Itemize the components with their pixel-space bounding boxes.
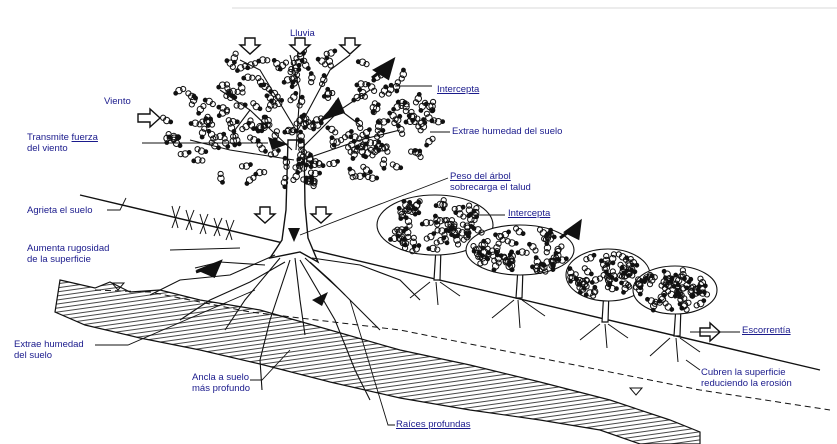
leaf-cluster (235, 81, 248, 95)
leaf-cluster (389, 158, 404, 173)
label-lluvia: Lluvia (290, 29, 315, 39)
ground-cracks (172, 206, 234, 240)
label-cubren-line2: reduciendo la erosión (701, 379, 792, 389)
leaf-cluster (202, 95, 216, 110)
leaf-cluster (215, 171, 229, 186)
leaf-cluster (293, 94, 309, 109)
label-cubren-line1: Cubren la superficie (701, 368, 786, 378)
label-intercepta-top: Intercepta (437, 85, 479, 95)
leaf-cluster (173, 85, 186, 96)
label-agrieta: Agrieta el suelo (27, 206, 92, 216)
leaf-cluster (423, 136, 437, 148)
leaf-cluster (300, 58, 311, 71)
label-peso-line1: Peso del árbol (450, 172, 511, 182)
leaf-cluster (257, 141, 268, 154)
label-extrae-left-line1: Extrae humedad (14, 340, 84, 350)
label-viento: Viento (104, 97, 131, 107)
leaf-cluster (304, 70, 319, 86)
wind-arrow-icon (138, 109, 160, 127)
throughfall-arrow-icon (311, 207, 331, 223)
leaf-cluster (326, 156, 341, 169)
label-fuerza: fuerza (72, 132, 98, 143)
label-ancla-line1: Ancla a suelo (192, 373, 249, 383)
leaf-cluster (376, 156, 391, 172)
leaf-cluster (345, 166, 358, 180)
leaf-cluster (239, 158, 254, 172)
leaf-cluster (360, 127, 372, 137)
leaf-cluster (240, 70, 256, 85)
leaf-cluster (190, 153, 206, 168)
rain-arrow-icon (240, 38, 260, 54)
leaf-cluster (194, 143, 209, 159)
water-table-marker-right (630, 388, 642, 395)
leaf-cluster (246, 131, 261, 147)
leaf-cluster (320, 86, 335, 102)
label-escorrentia: Escorrentía (742, 326, 791, 336)
big-tree-trunk (270, 140, 318, 262)
label-aumenta-line1: Aumenta rugosidad (27, 244, 109, 254)
label-peso-line2: sobrecarga el talud (450, 183, 531, 193)
leaf-cluster (253, 166, 268, 180)
label-extrae-left-line2: del suelo (14, 351, 52, 361)
label-intercepta-mid: Intercepta (508, 209, 550, 219)
rain-arrow-icon (340, 38, 360, 54)
label-extrae-top: Extrae humedad del suelo (452, 127, 562, 137)
label-aumenta-line2: de la superficie (27, 255, 91, 265)
label-transmite-word: Transmite (27, 132, 69, 143)
leaf-cluster (355, 55, 370, 71)
label-transmite-line2: del viento (27, 144, 68, 154)
leaf-cluster (160, 112, 174, 127)
label-raices: Raíces profundas (396, 420, 470, 430)
leaf-cluster (312, 156, 326, 171)
leaf-cluster (227, 50, 243, 66)
leaf-cluster (250, 99, 263, 113)
label-ancla-line2: más profundo (192, 384, 250, 394)
leaf-cluster (244, 175, 257, 186)
throughfall-arrow-icon (255, 207, 275, 223)
leaf-cluster (390, 113, 404, 126)
label-transmite-line1: Transmite fuerza (27, 133, 98, 143)
leaf-cluster (255, 53, 270, 68)
leaf-cluster (185, 93, 201, 108)
leaf-cluster (235, 63, 248, 74)
leaf-cluster (177, 146, 192, 160)
leaf-cluster (315, 72, 331, 87)
rain-arrow-icon (290, 38, 310, 54)
